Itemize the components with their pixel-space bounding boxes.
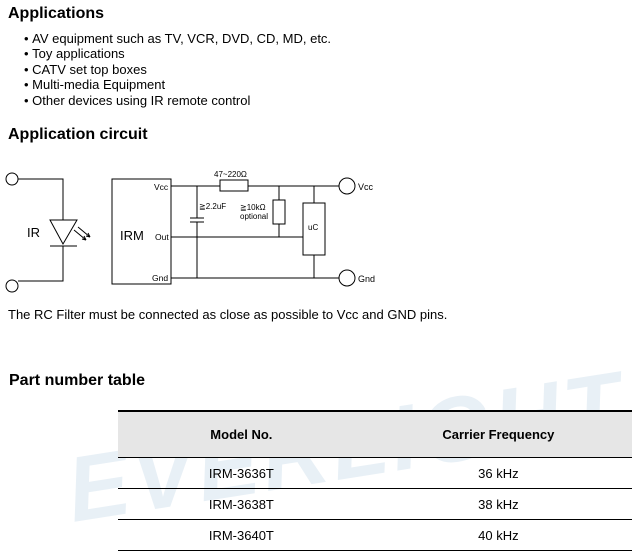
model-cell: IRM-3638T [118, 488, 365, 520]
header-carrier-frequency: Carrier Frequency [364, 410, 632, 458]
gnd-label: Gnd [358, 274, 375, 284]
pin-vcc-label: Vcc [154, 182, 169, 192]
pin-out-label: Out [155, 232, 169, 242]
part-number-heading: Part number table [9, 372, 146, 389]
table-row: IRM-3636T 36 kHz [118, 457, 632, 489]
list-item: Toy applications [24, 46, 331, 61]
table-row: IRM-3638T 38 kHz [118, 488, 632, 520]
table-row: IRM-3640T 40 kHz [118, 519, 632, 551]
rc-filter-note: The RC Filter must be connected as close… [8, 307, 448, 322]
terminal-bottom-left [5, 279, 19, 293]
frequency-cell: 40 kHz [364, 519, 632, 551]
optional-label: optional [240, 212, 268, 221]
capacitor-label: ≧2.2uF [199, 202, 226, 211]
terminal-vcc [338, 177, 356, 195]
uc-label: uC [308, 223, 318, 232]
resistor-label: 47~220Ω [214, 170, 247, 179]
list-item: Multi-media Equipment [24, 77, 331, 92]
uc-box [302, 202, 326, 256]
applications-heading: Applications [8, 5, 105, 22]
led-wire [18, 178, 64, 282]
model-cell: IRM-3640T [118, 519, 365, 551]
list-item: Other devices using IR remote control [24, 93, 331, 108]
application-circuit-heading: Application circuit [8, 126, 148, 143]
pin-gnd-label: Gnd [152, 273, 168, 283]
application-circuit-diagram: IR IRM Vcc Out Gnd 47~220Ω ≧2.2uF ≧10kΩ … [5, 170, 375, 293]
vcc-label: Vcc [358, 182, 374, 192]
table-header-row: Model No. Carrier Frequency [118, 410, 632, 458]
list-item: AV equipment such as TV, VCR, DVD, CD, M… [24, 31, 331, 46]
series-resistor [219, 179, 249, 192]
applications-list: AV equipment such as TV, VCR, DVD, CD, M… [24, 31, 331, 108]
header-model-no: Model No. [118, 410, 365, 458]
irm-box [111, 178, 172, 285]
model-cell: IRM-3636T [118, 457, 365, 489]
ir-label: IR [27, 225, 40, 240]
frequency-cell: 38 kHz [364, 488, 632, 520]
frequency-cell: 36 kHz [364, 457, 632, 489]
pullup-resistor [272, 199, 286, 225]
terminal-top-left [5, 172, 19, 186]
ir-led-icon [49, 219, 91, 247]
terminal-gnd [338, 269, 356, 287]
capacitor [190, 186, 204, 278]
part-number-table: Model No. Carrier Frequency IRM-3636T 36… [118, 410, 632, 551]
pullup-label: ≧10kΩ [240, 203, 266, 212]
irm-label: IRM [120, 228, 144, 243]
list-item: CATV set top boxes [24, 62, 331, 77]
